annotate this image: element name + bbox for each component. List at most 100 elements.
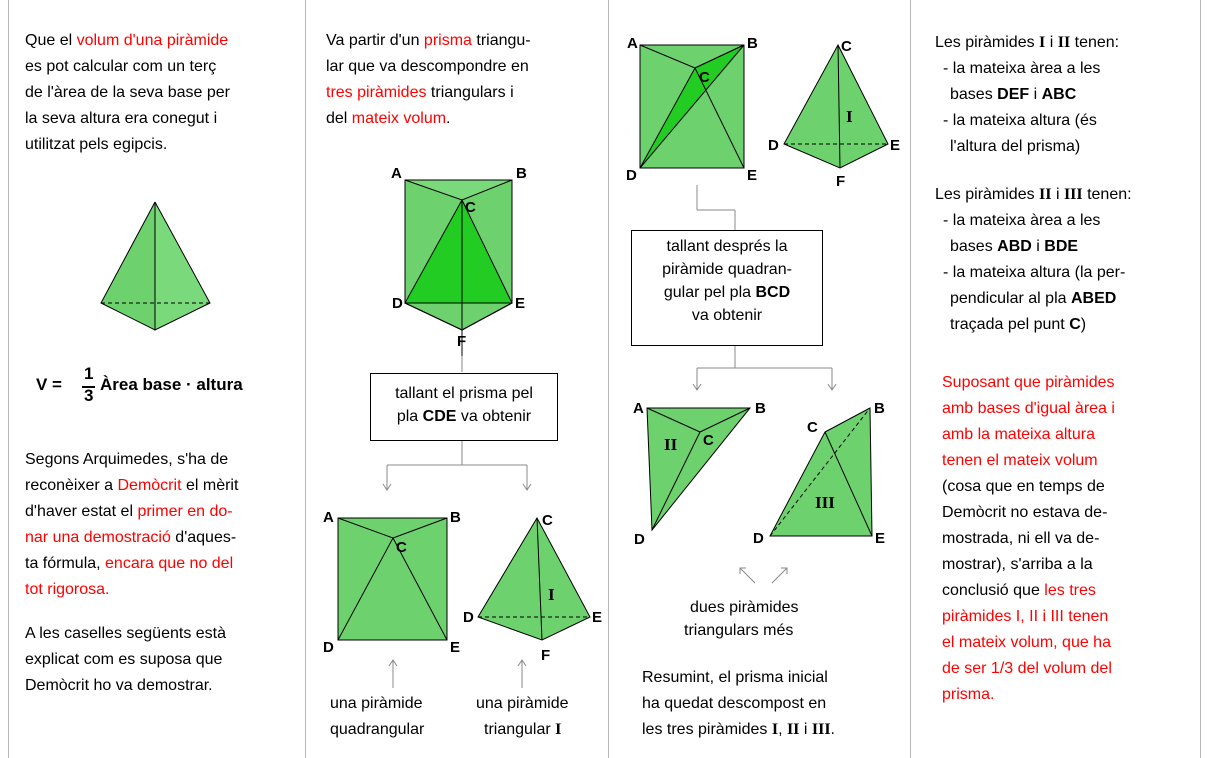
label-C-4: C — [699, 69, 710, 86]
label-B-7: B — [874, 400, 885, 417]
label-E-3: E — [592, 609, 602, 626]
col2-line-4: del mateix volum. — [326, 110, 451, 127]
formula-denominator: 3 — [84, 386, 94, 405]
col4-a-line-1: Les piràmides I i II tenen: — [935, 34, 1120, 51]
col4-c-line-13: prisma. — [942, 686, 995, 703]
label-C-6: C — [703, 432, 714, 449]
divider-1 — [305, 0, 306, 758]
label-A-4: A — [627, 35, 638, 52]
label-E-7: E — [875, 530, 885, 547]
label-A-6: A — [633, 400, 644, 417]
decomposition-diagram: A B C D E C D E F I A B C D II C B D E I… — [626, 35, 900, 584]
col2-line-1: Va partir d'un prisma triangu- — [326, 32, 531, 49]
cut-quad-box-line-3: gular pel pla BCD — [663, 284, 791, 301]
col4-b-line-3: bases ABD i BDE — [950, 238, 1079, 255]
col4-c-line-5: (cosa que en temps de — [942, 478, 1105, 495]
summary-line-3: les tres piràmides I, II i III. — [642, 721, 835, 738]
label-A: A — [391, 165, 402, 182]
col1-p2-line-2: reconèixer a Demòcrit el mèrit — [25, 477, 239, 494]
cut-quad-box-line-2: piràmide quadran- — [662, 261, 792, 278]
col4-b-line-4: - la mateixa altura (la per- — [943, 264, 1126, 281]
label-C-3: C — [542, 512, 553, 529]
label-D: D — [392, 295, 403, 312]
col4-a-line-3: bases DEF i ABC — [950, 86, 1077, 103]
col1-p3-line-1: A les caselles següents està — [25, 625, 227, 642]
label-B-4: B — [747, 35, 758, 52]
divider-left — [8, 0, 9, 758]
page-frame — [8, 0, 1201, 758]
label-F: F — [457, 333, 466, 350]
label-D-7: D — [753, 530, 764, 547]
pyramid-generic-diagram — [100, 201, 211, 331]
label-C-7: C — [807, 419, 818, 436]
caption-two-pyramids-1: dues piràmides — [690, 599, 799, 616]
label-C-5: C — [841, 38, 852, 55]
caption-tri-line-2: triangular I — [484, 721, 562, 738]
col4-b-line-6: traçada pel punt C) — [950, 316, 1087, 333]
col4-c-line-8: mostrar), s'arriba a la — [942, 556, 1093, 573]
summary-line-1: Resumint, el prisma inicial — [642, 669, 828, 686]
col4-c-line-3: amb la mateixa altura — [942, 426, 1095, 443]
col1-p2-line-3: d'haver estat el primer en do- — [25, 503, 233, 520]
label-B-6: B — [755, 400, 766, 417]
cut-prism-box-line-2: pla CDE va obtenir — [396, 408, 532, 425]
label-I: I — [548, 585, 555, 604]
col4-c-line-7: mostrada, ni ell va de- — [942, 530, 1100, 547]
col4-a-line-5: l'altura del prisma) — [950, 138, 1081, 155]
cut-prism-box: tallant el prisma pel pla CDE va obtenir — [370, 373, 558, 441]
label-E-2: E — [450, 639, 460, 656]
label-E: E — [515, 295, 525, 312]
caption-tri-line-1: una piràmide — [476, 695, 569, 712]
cut-quad-box-line-1: tallant després la — [666, 238, 788, 255]
label-I-2: I — [846, 107, 853, 126]
col1-p2-line-6: tot rigorosa. — [25, 581, 110, 598]
col1-p3-line-2: explicat com es suposa que — [25, 651, 223, 668]
label-F-5: F — [836, 173, 845, 190]
col4-c-line-11: el mateix volum, que ha — [942, 634, 1111, 651]
cut-quad-box: tallant després la piràmide quadran- gul… — [631, 230, 823, 346]
col2-line-3: tres piràmides triangulars i — [326, 84, 514, 101]
summary-line-2: ha quedat descompost en — [642, 695, 827, 712]
divider-3 — [910, 0, 911, 758]
label-III: III — [815, 493, 835, 512]
prism-diagram: A B C D E F A B C D E C D E F I — [323, 165, 602, 688]
col1-line-5: utilitzat pels egipcis. — [25, 136, 168, 153]
divider-2 — [608, 0, 609, 758]
col1-line-4: la seva altura era conegut i — [25, 110, 218, 127]
col4-c-line-12: de ser 1/3 del volum del — [942, 660, 1112, 677]
label-D-3: D — [463, 609, 474, 626]
col4-b-line-5: pendicular al pla ABED — [950, 290, 1117, 307]
col4-b-line-1: Les piràmides II i III tenen: — [935, 186, 1132, 203]
col4-c-line-2: amb bases d'igual àrea i — [942, 400, 1115, 417]
cut-quad-box-line-4: va obtenir — [691, 307, 763, 324]
formula-rhs: Àrea base · altura — [100, 375, 243, 394]
cut-prism-box-line-1: tallant el prisma pel — [395, 385, 533, 402]
col1-p3-line-3: Demòcrit ho va demostrar. — [25, 677, 213, 694]
label-E-4: E — [747, 167, 757, 184]
col1-line-3: de l'àrea de la seva base per — [25, 84, 230, 101]
label-C-2: C — [396, 539, 407, 556]
col4-c-line-6: Demòcrit no estava de- — [942, 504, 1108, 521]
label-A-2: A — [323, 509, 334, 526]
label-B-2: B — [450, 509, 461, 526]
col2-line-2: lar que va descompondre en — [326, 58, 529, 75]
col4-a-line-4: - la mateixa altura (és — [943, 112, 1097, 129]
label-C: C — [465, 199, 476, 216]
col1-line-1: Que el volum d'una piràmide — [25, 32, 229, 49]
col1-p2-line-1: Segons Arquimedes, s'ha de — [25, 451, 229, 468]
caption-quad-line-1: una piràmide — [330, 695, 423, 712]
col4-c-line-10: piràmides I, II i III tenen — [942, 608, 1109, 625]
label-D-6: D — [634, 531, 645, 548]
label-D-4: D — [626, 167, 637, 184]
formula-numerator: 1 — [84, 364, 94, 383]
col4-c-line-1: Suposant que piràmides — [942, 374, 1115, 391]
label-B: B — [516, 165, 527, 182]
label-II: II — [664, 435, 678, 454]
label-F-3: F — [541, 647, 550, 664]
formula-lhs: V = — [36, 375, 62, 394]
caption-quad-line-2: quadrangular — [330, 721, 425, 738]
label-D-5: D — [768, 137, 779, 154]
label-D-2: D — [323, 639, 334, 656]
formula-bar — [82, 386, 95, 388]
caption-two-pyramids-2: triangulars més — [684, 622, 794, 639]
